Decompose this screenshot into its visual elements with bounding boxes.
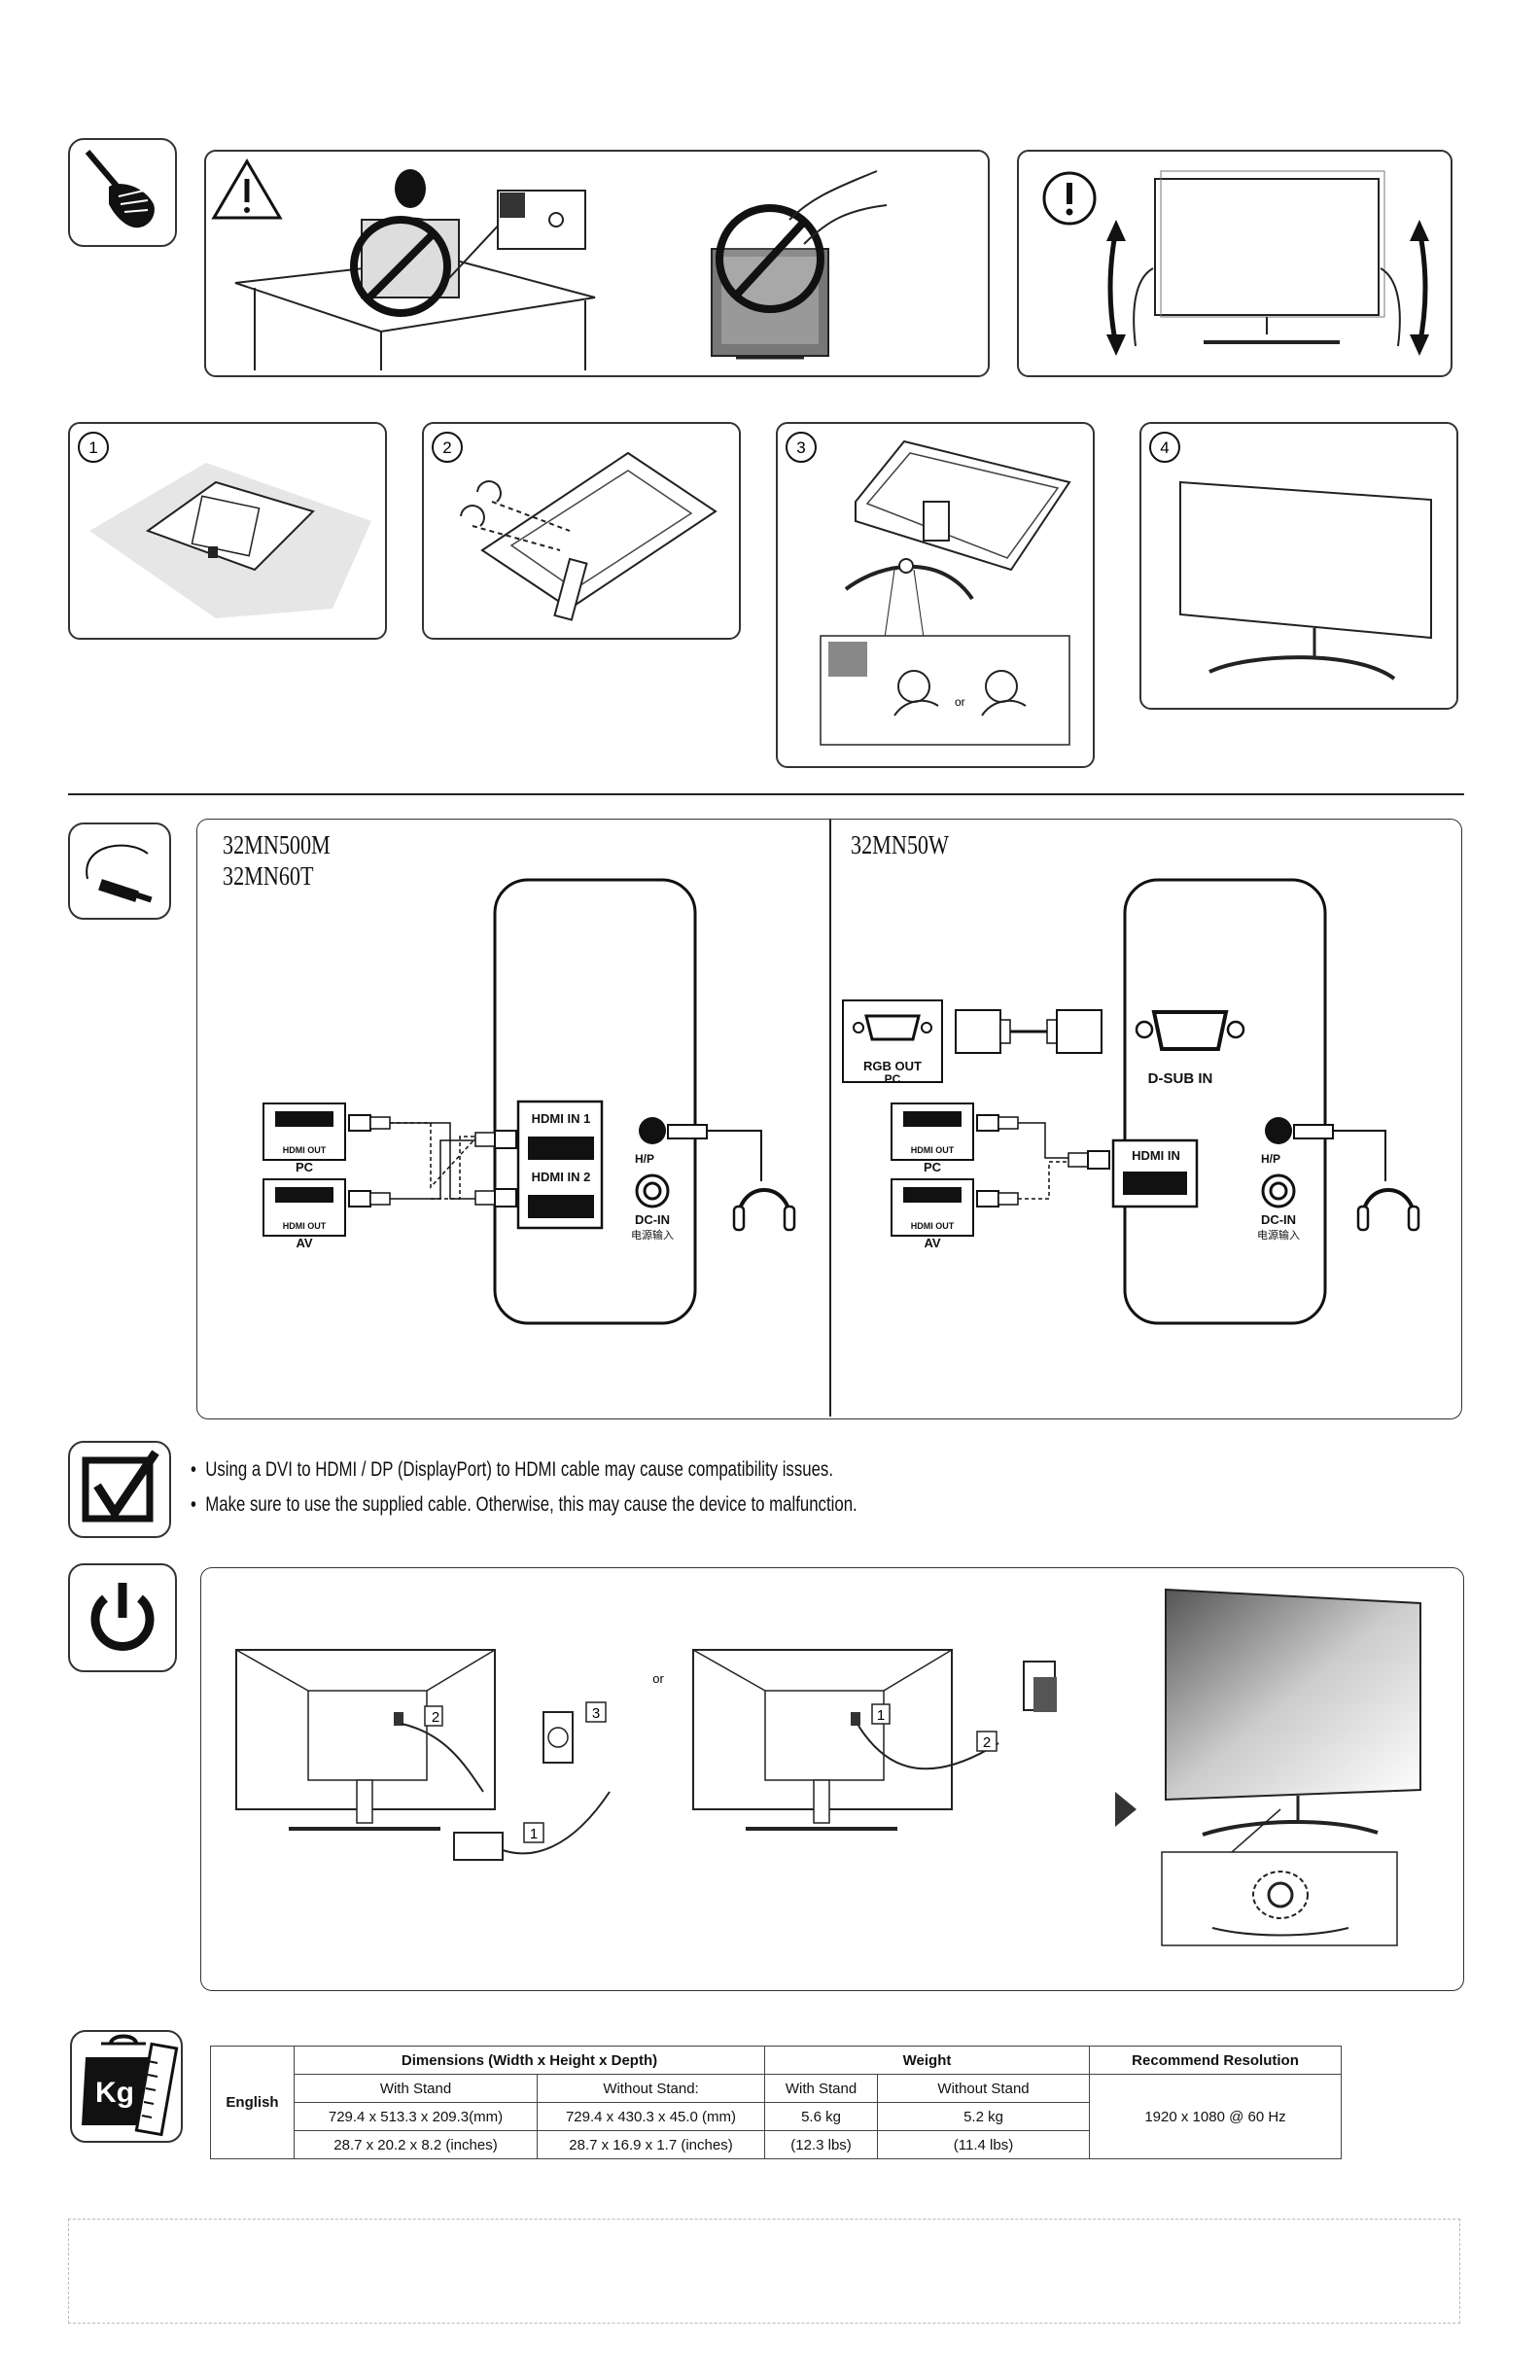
left-connection-diagram [262,878,796,1325]
stand-step-2: 2 [422,422,741,640]
step-number: 1 [530,1826,538,1842]
dc-in-label: DC-IN [634,1212,671,1227]
bullet: • [191,1493,206,1516]
empty-footer-box [68,2219,1460,2324]
table-cell: 729.4 x 513.3 x 209.3(mm) [294,2102,538,2131]
spec-table: English Dimensions (Width x Height x Dep… [210,2046,1343,2159]
step-number: 2 [432,1709,439,1726]
note-text: Make sure to use the supplied cable. Oth… [205,1493,858,1516]
hdmi-in-1-label: HDMI IN 1 [531,1111,591,1126]
step-number: 2 [442,438,451,457]
hp-label: H/P [1261,1152,1281,1166]
table-cell: (12.3 lbs) [764,2130,879,2159]
cable-icon [68,822,171,920]
source-device-pc: PC [295,1160,314,1174]
step-number: 3 [592,1705,600,1722]
stand-step-3: 3 or [776,422,1095,768]
headphones-icon [732,1188,796,1232]
table-cell: 5.6 kg [764,2102,879,2131]
bullet: • [191,1458,206,1481]
right-connection-diagram [842,878,1420,1325]
step-number: 1 [877,1707,885,1724]
table-cell: 729.4 x 430.3 x 45.0 (mm) [536,2102,766,2131]
table-cell: Without Stand: [536,2074,766,2103]
headphones-icon [1356,1188,1420,1232]
weight-header: Weight [764,2046,1091,2075]
checkmark-note-icon [68,1441,171,1538]
left-model-names: 32MN500M 32MN60T [223,829,331,892]
table-row: 28.7 x 20.2 x 8.2 (inches) 28.7 x 16.9 x… [211,2130,1342,2159]
rgb-out-label: RGB OUT [863,1059,922,1073]
step-number: 4 [1160,438,1169,457]
step-number: 3 [796,438,805,457]
power-panel: 2 3 1 or 1 2 [200,1567,1464,1991]
table-cell: 5.2 kg [877,2102,1091,2131]
table-cell: With Stand [294,2074,538,2103]
table-row: English Dimensions (Width x Height x Dep… [210,2046,1343,2159]
exclamation-circle-icon [1042,171,1097,226]
note-item: • Make sure to use the supplied cable. O… [191,1493,858,1517]
hdmi-out-label-pc: HDMI OUT [282,1145,327,1155]
hdmi-in-2-label: HDMI IN 2 [531,1170,591,1184]
panel-divider [829,820,831,1417]
rgb-source-device: PC [884,1072,901,1086]
table-cell: Without Stand [877,2074,1091,2103]
hdmi-in-label: HDMI IN [1132,1148,1180,1163]
hdmi-out-label-av: HDMI OUT [910,1221,955,1231]
step-number: 2 [983,1734,991,1751]
kg-label: Kg [95,2077,134,2109]
step-number: 1 [88,438,97,457]
dc-in-label-cn: 电源输入 [1257,1230,1300,1242]
language-cell: English [210,2046,295,2159]
note-text: Using a DVI to HDMI / DP (DisplayPort) t… [205,1458,833,1481]
model-name: 32MN500M [223,830,331,859]
stand-step-4: 4 [1139,422,1458,710]
source-device-av: AV [296,1236,313,1250]
handling-warning-panel [204,150,990,377]
table-cell: 28.7 x 20.2 x 8.2 (inches) [294,2130,538,2159]
model-name: 32MN60T [223,861,314,891]
power-icon [68,1563,177,1672]
or-label: or [652,1671,664,1686]
dimensions-header: Dimensions (Width x Height x Depth) [293,2046,766,2075]
table-cell: 28.7 x 16.9 x 1.7 (inches) [536,2130,766,2159]
table-cell: With Stand [764,2074,879,2103]
source-device-av: AV [924,1236,941,1250]
stand-step-1: 1 [68,422,387,640]
resolution-header: Recommend Resolution [1089,2046,1343,2075]
table-row: With Stand Without Stand: With Stand Wit… [211,2074,1343,2159]
model-name: 32MN50W [851,830,949,859]
note-item: • Using a DVI to HDMI / DP (DisplayPort)… [191,1458,833,1482]
dsub-in-label: D-SUB IN [1147,1070,1213,1087]
dc-in-label-cn: 电源输入 [631,1230,674,1242]
screwdriver-hand-icon [68,138,177,247]
table-cell: (11.4 lbs) [877,2130,1091,2159]
hp-label: H/P [635,1152,655,1166]
weight-ruler-icon: Kg [70,2030,183,2143]
right-model-name: 32MN50W [851,829,949,860]
connection-panel: 32MN500M 32MN60T 32MN50W [196,819,1462,1419]
warning-triangle-icon [211,158,283,220]
source-device-pc: PC [923,1160,942,1174]
or-label: or [955,695,965,709]
lift-monitor-panel [1017,150,1452,377]
section-divider [68,793,1464,795]
resolution-cell: 1920 x 1080 @ 60 Hz [1089,2074,1343,2159]
dc-in-label: DC-IN [1260,1212,1297,1227]
hdmi-out-label-pc: HDMI OUT [910,1145,955,1155]
hdmi-out-label-av: HDMI OUT [282,1221,327,1231]
